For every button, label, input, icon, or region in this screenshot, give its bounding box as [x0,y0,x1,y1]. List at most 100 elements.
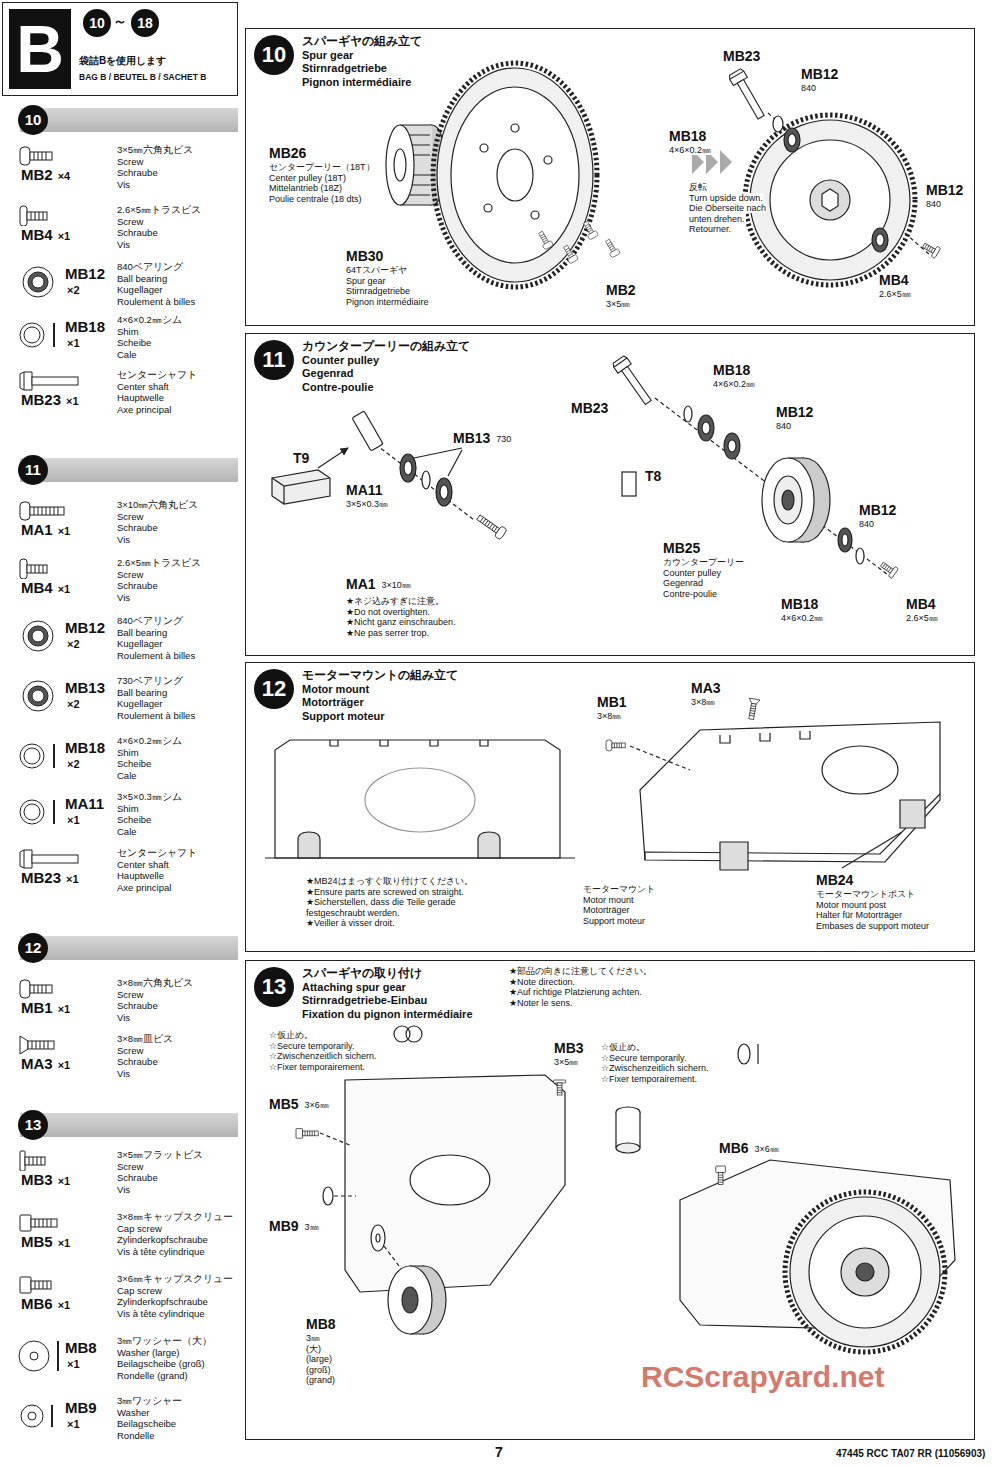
note: ★MB24はまっすぐ取り付けてください。 [305,876,474,886]
note: Retourner. [688,224,732,234]
part-description: Schraube [116,1057,159,1068]
spur-gear-attach-left [323,1187,333,1205]
screw-mb2 [581,220,598,240]
step-number: 12 [18,933,48,963]
screw-mb2 [536,230,553,250]
step-number: 10 [254,35,294,75]
counter-pulley-left [404,461,412,475]
note: ☆Zwischenzeitlich sichern. [268,1051,378,1061]
dimension: 3㎜ [304,1222,320,1232]
spur-gear-attach-left [345,1075,565,1292]
screw-mb2 [536,220,620,264]
part-description: 2.6×5㎜トラスビス [116,558,202,569]
motor-mount [720,731,810,743]
dimension: (grand) [305,1375,336,1385]
dimension: 4×6×0.2㎜ [780,613,824,623]
counter-pulley-left [422,471,430,489]
quantity: ×1 [66,337,81,350]
parts-list-icons [20,850,78,868]
note: モーターマウント [582,884,656,894]
counter-pulley-right [612,355,899,578]
part-description: Axe principal [116,405,172,416]
note: ★Auf richtige Platzierung achten. [508,987,643,997]
part-code: MB8 [305,1316,337,1332]
part-code: MB13 [64,679,106,696]
part-code: MA11 [64,795,105,812]
part-code: MB9 [268,1218,300,1234]
parts-list-icons [20,1215,57,1231]
spur-gear-attach-right [790,1197,940,1347]
part-description: 840ベアリング [116,262,184,273]
part-description: Schraube [116,581,159,592]
motor-mount [900,800,925,828]
counter-pulley-right [622,472,636,496]
gear-assembly-flipped [822,189,838,211]
part-description: Schraube [116,228,159,239]
part-description: Screw [116,512,144,523]
parts-list-icons [23,267,53,297]
part-description: Rondelle [116,1431,156,1442]
note: ☆Fixer temporairement. [600,1074,698,1084]
counter-pulley-left [318,448,348,468]
parts-list-icons [20,206,47,226]
quantity: ×1 [57,1059,72,1072]
step-title: スパーギヤの組み立て [302,35,422,48]
screw-mb2 [603,238,620,258]
dimension: 2.6×5㎜ [905,613,939,623]
counter-pulley-right [838,528,852,552]
gear-assembly-flipped [810,180,850,220]
part-description: Beilagscheibe [116,1419,177,1430]
spur-gear-attach-left [554,1080,566,1095]
note: ★Veiller à visser droit. [305,918,396,928]
part-description: 3×8㎜皿ビス [116,1034,174,1045]
step-title: Stirnradgetriebe-Einbau [302,994,427,1007]
dimension: カウンタープーリー [662,557,745,567]
quantity: ×1 [57,1003,72,1016]
gear-assembly-flipped [876,234,884,246]
motor-mount-side [265,740,575,858]
motor-mount [746,698,760,720]
quantity: ×1 [65,395,80,408]
motor-mount [606,740,625,751]
part-description: Screw [116,217,144,228]
dimension: モーターマウントポスト [815,889,916,899]
counter-pulley-left [272,478,330,504]
part-description: センターシャフト [116,370,198,381]
spur-gear-attach-left [554,1080,566,1095]
note: ☆Zwischenzeitlich sichern. [600,1063,710,1073]
part-description: Vis [116,593,131,604]
motor-mount-side [330,740,488,746]
part-code: MB12 [925,182,964,198]
part-code: MB2 [605,282,637,298]
spur-gear-attach-right [785,1192,945,1352]
part-description: Hauptwelle [116,871,165,882]
spur-gear-attach-left [388,1266,432,1334]
part-code: MB4 [905,596,937,612]
spur-gear-attach-left [296,1129,318,1139]
part-description: Schraube [116,1173,159,1184]
step-title: Pignon intermédiaire [302,76,411,89]
page-number: 7 [494,1444,504,1460]
counter-pulley-right [782,490,794,510]
parts-list-icons [20,559,47,579]
part-code: MA3 [690,680,722,696]
step-number: 13 [18,1110,48,1140]
counter-pulley-left [352,411,383,451]
quantity: ×1 [57,230,72,243]
counter-pulley-left [414,448,462,476]
quantity: ×1 [66,814,81,827]
parts-list-icons [20,502,64,520]
part-description: Zylinderkopfschraube [116,1297,209,1308]
dimension: Spur gear [345,276,387,286]
dimension: 730 [495,434,512,444]
part-description: Center shaft [116,382,170,393]
step-title: Spur gear [302,49,353,62]
part-code: MB23 [20,391,62,408]
model-code: 47445 RCC TA07 RR (11056903) [835,1448,986,1460]
dimension: Center pulley (18T) [268,173,347,183]
step-number: 10 [18,105,48,135]
motor-mount-side [478,832,500,858]
quantity: ×1 [65,873,80,886]
note: ☆仮止め。 [600,1042,646,1052]
note: ★Do not overtighten. [345,607,431,617]
